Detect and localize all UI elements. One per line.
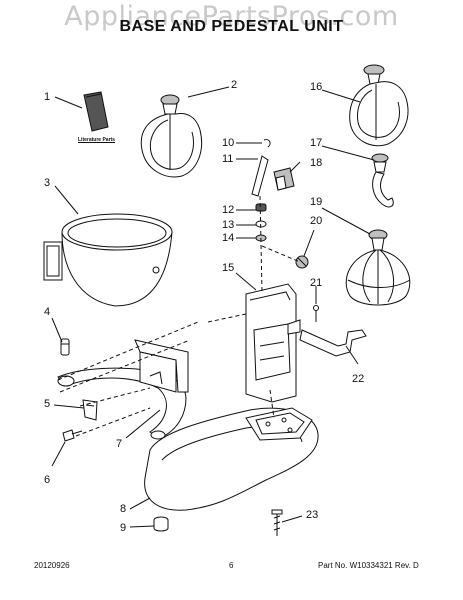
callout-13: 13	[222, 219, 235, 231]
part-9-foot	[153, 516, 169, 532]
callout-16: 16	[310, 81, 323, 93]
callout-4: 4	[44, 306, 51, 318]
part-3-bowl	[43, 213, 173, 307]
callout-17: 17	[310, 137, 323, 149]
callout-20: 20	[310, 215, 323, 227]
callout-6: 6	[44, 474, 51, 486]
part-4-pin	[60, 338, 70, 356]
callout-18: 18	[310, 157, 323, 169]
callout-7: 7	[116, 438, 123, 450]
callout-9: 9	[120, 522, 127, 534]
part-5-clip	[82, 399, 98, 421]
footer-part-number: Part No. W10334321 Rev. D	[318, 561, 419, 570]
alignment-dashes	[57, 195, 301, 437]
callout-21: 21	[310, 277, 323, 289]
part-17-dough-hook	[371, 153, 394, 208]
part-1-literature	[83, 91, 109, 132]
part-15-pedestal	[245, 283, 301, 403]
part-16-flex-beater	[349, 64, 409, 147]
callout-5: 5	[44, 398, 51, 410]
watermark: AppliancePartsPros.com	[64, 1, 399, 32]
part-2-flat-beater	[140, 94, 203, 178]
callout-23: 23	[306, 509, 319, 521]
callout-11: 11	[222, 153, 234, 165]
part-8-base	[144, 407, 319, 511]
part-6-screw	[62, 429, 83, 442]
callout-2: 2	[231, 79, 238, 91]
callout-8: 8	[120, 503, 127, 515]
diagram-title: BASE AND PEDESTAL UNIT	[119, 18, 344, 35]
part-18-lever	[273, 167, 295, 191]
footer-date: 20120926	[34, 561, 70, 570]
callout-3: 3	[44, 177, 51, 189]
footer-page-number: 6	[229, 561, 234, 570]
part-19-wire-whip	[345, 229, 411, 306]
callout-19: 19	[310, 196, 323, 208]
callout-22: 22	[352, 373, 365, 385]
part-11-rod	[251, 155, 269, 197]
part-7-clamp-plate	[57, 339, 189, 440]
part-20-knob	[295, 255, 309, 269]
callout-14: 14	[222, 232, 235, 244]
part-23-bolt	[271, 509, 283, 536]
part-10-pin	[263, 139, 271, 148]
callout-12: 12	[222, 204, 235, 216]
callout-10: 10	[222, 137, 235, 149]
parts-12-14-washers	[255, 203, 267, 242]
part-21-screw	[313, 305, 319, 322]
callout-1: 1	[44, 91, 51, 103]
part-22-crank	[299, 329, 367, 357]
callout-15: 15	[222, 262, 235, 274]
leader-lines	[51, 86, 375, 528]
literature-label: Literature Parts	[78, 137, 115, 143]
